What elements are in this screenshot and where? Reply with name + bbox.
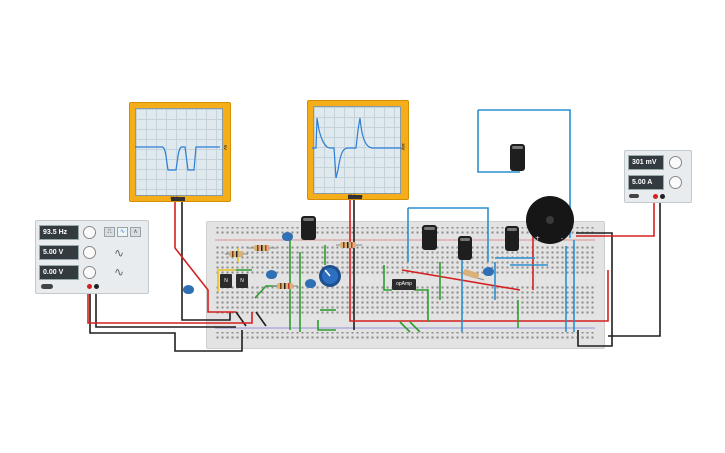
scope-right-time-label: 25.0 ms	[348, 193, 363, 198]
scope-left-screen	[135, 108, 223, 196]
wire-black-gen	[89, 287, 243, 352]
function-generator[interactable]: 93.5 Hz 5.00 V 0.00 V ⎍ ∿ ∧ ∿ ∿	[35, 220, 149, 294]
voltage-display[interactable]: 301 mV	[628, 155, 664, 170]
ceramic-capacitor-3[interactable]	[266, 270, 277, 279]
svg-text:+: +	[535, 235, 540, 242]
sine-preview-icon: ∿	[114, 246, 125, 260]
wire-black-supply	[608, 196, 661, 337]
resistor-1	[248, 245, 276, 251]
transistor-1-label: N	[224, 278, 228, 284]
resistor-5	[457, 269, 485, 281]
wire-red-supply	[576, 196, 655, 237]
svg-text:-: -	[561, 235, 563, 242]
scope-right-volts-label: 10V	[401, 143, 406, 151]
opamp-label: opAmp	[396, 281, 412, 287]
oscilloscope-left[interactable]: 5V 10.5 ms	[129, 102, 231, 202]
frequency-display[interactable]: 93.5 Hz	[39, 225, 79, 240]
resistor-3	[272, 283, 298, 289]
electrolytic-capacitor-2[interactable]	[422, 225, 437, 250]
waveform-preview-icon: ∿	[114, 265, 125, 279]
current-display[interactable]: 5.00 A	[628, 175, 664, 190]
square-wave-button[interactable]: ⎍	[104, 227, 115, 237]
current-knob[interactable]	[669, 176, 682, 189]
triangle-wave-button[interactable]: ∧	[130, 227, 141, 237]
wire-red-gen	[87, 287, 253, 324]
scope-right-screen	[313, 106, 401, 194]
ceramic-capacitor-2[interactable]	[183, 285, 194, 294]
oscilloscope-right[interactable]: 10V 25.0 ms	[307, 100, 409, 200]
sine-wave-button[interactable]: ∿	[117, 227, 128, 237]
output-terminal-red[interactable]	[87, 284, 92, 289]
resistor-4	[336, 242, 362, 248]
output-terminal-black[interactable]	[94, 284, 99, 289]
power-rail-top	[215, 227, 595, 235]
wire-blue-loop	[477, 110, 520, 173]
amplitude-display[interactable]: 5.00 V	[39, 245, 79, 260]
terminal-strip-bottom	[215, 285, 595, 315]
voltage-knob[interactable]	[669, 156, 682, 169]
power-toggle[interactable]	[41, 284, 53, 289]
supply-power-toggle[interactable]	[629, 194, 639, 198]
transistor-2[interactable]: N	[236, 274, 248, 288]
power-supply[interactable]: 301 mV 5.00 A	[624, 150, 692, 203]
electrolytic-capacitor-1[interactable]	[301, 216, 316, 240]
amplitude-knob[interactable]	[83, 246, 96, 259]
transistor-2-label: N	[240, 278, 244, 284]
scope-left-time-label: 10.5 ms	[170, 195, 185, 200]
offset-knob[interactable]	[83, 266, 96, 279]
resistor-2	[225, 251, 248, 257]
supply-terminal-red[interactable]	[653, 194, 658, 199]
offset-display[interactable]: 0.00 V	[39, 265, 79, 280]
ceramic-capacitor-5[interactable]	[483, 267, 494, 276]
ceramic-capacitor-4[interactable]	[305, 279, 316, 288]
opamp-chip[interactable]: opAmp	[392, 279, 416, 290]
supply-terminal-black[interactable]	[660, 194, 665, 199]
buzzer: + -	[526, 196, 574, 244]
electrolytic-capacitor-4[interactable]	[505, 226, 519, 251]
frequency-knob[interactable]	[83, 226, 96, 239]
scope-left-volts-label: 5V	[223, 145, 228, 150]
electrolytic-capacitor-3[interactable]	[458, 236, 472, 260]
potentiometer	[319, 265, 341, 287]
ceramic-capacitor-1[interactable]	[282, 232, 293, 241]
power-rail-bottom	[215, 332, 595, 340]
electrolytic-capacitor-5[interactable]	[510, 144, 525, 171]
transistor-1[interactable]: N	[220, 274, 232, 288]
